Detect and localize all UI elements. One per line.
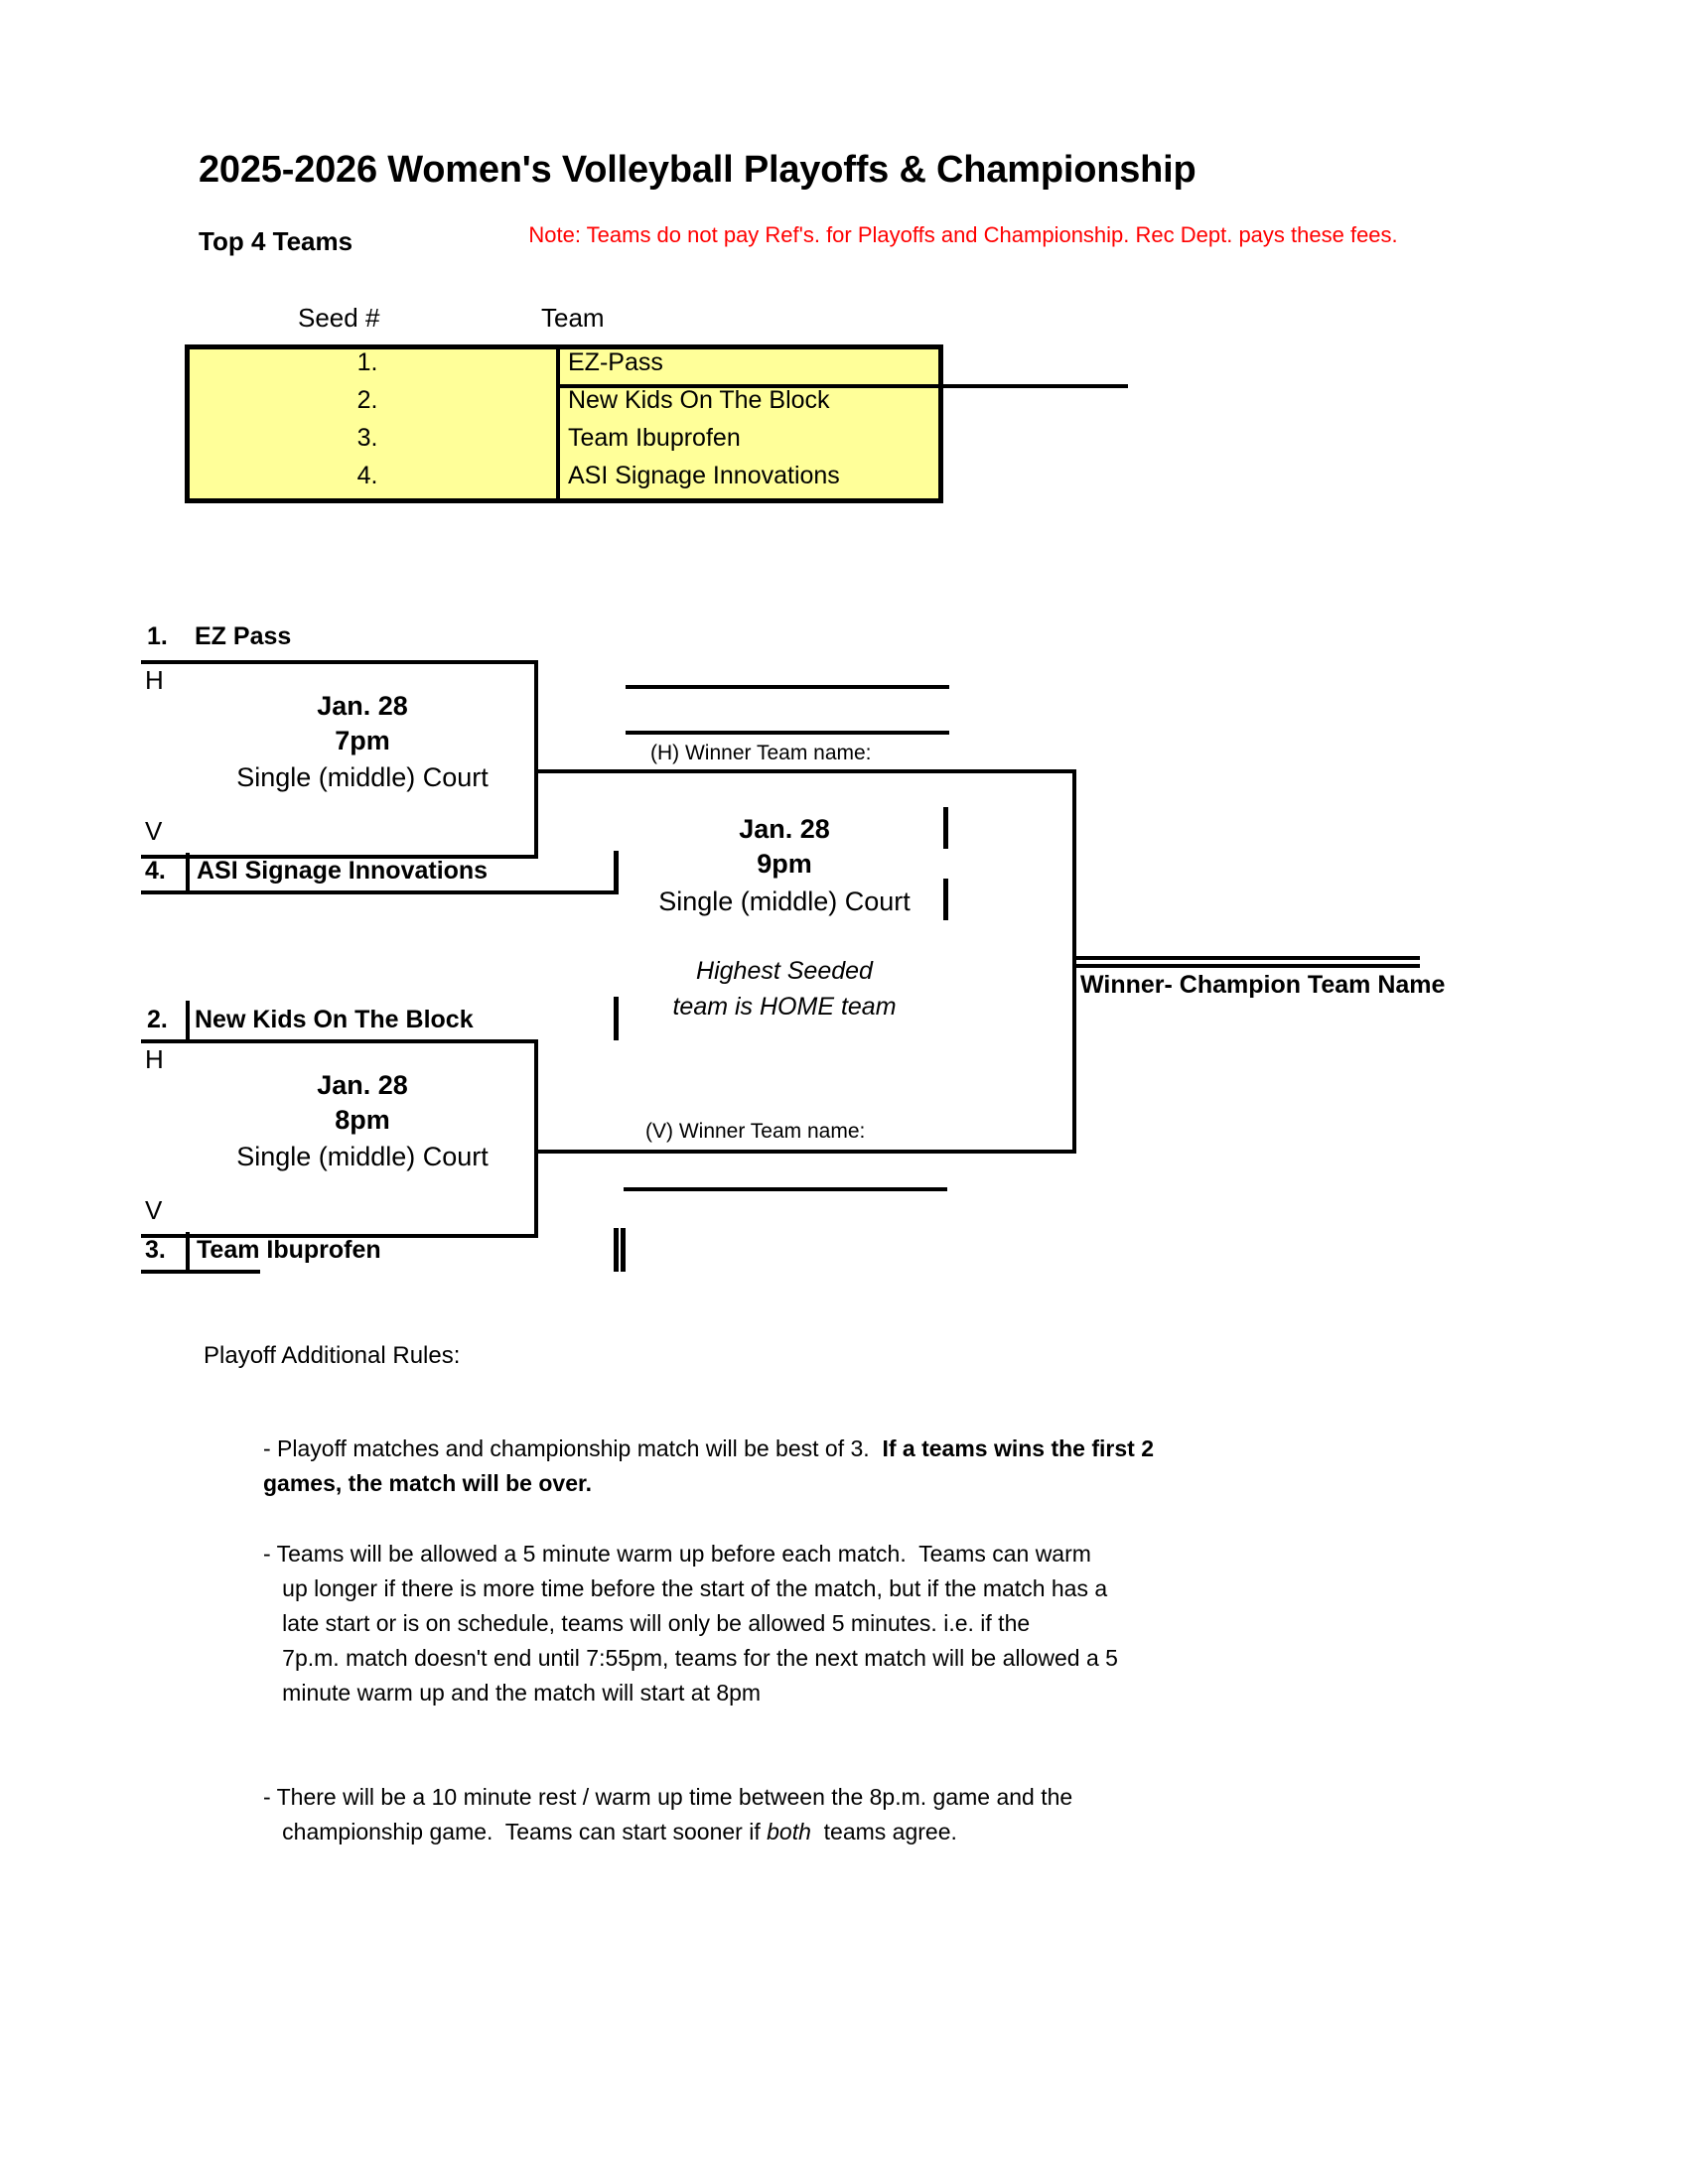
semifinal-bottom-visitor-tick	[614, 1228, 619, 1272]
team-column-header: Team	[541, 303, 605, 333]
table-row: 4. ASI Signage Innovations	[185, 462, 943, 499]
final-time: 9pm	[757, 849, 812, 879]
seed-team-name: EZ-Pass	[568, 348, 663, 376]
seed-number: 2.	[356, 386, 378, 414]
seed-team-name: New Kids On The Block	[568, 386, 830, 414]
semifinal-bottom-visitor-tag: V	[145, 1195, 163, 1225]
table-row: 1. EZ-Pass	[185, 348, 943, 386]
final-spine	[1072, 769, 1076, 1154]
semifinal-top-box-bottom-edge	[141, 855, 538, 859]
seed-number: 1.	[356, 348, 378, 376]
semifinal-bottom-date: Jan. 28	[317, 1070, 408, 1100]
final-court: Single (middle) Court	[658, 887, 911, 916]
rule-item-1: - Playoff matches and championship match…	[263, 1435, 1154, 1496]
semifinal-top-date: Jan. 28	[317, 691, 408, 721]
rules-title: Playoff Additional Rules:	[204, 1342, 461, 1369]
semifinal-top-court: Single (middle) Court	[236, 762, 489, 792]
semifinal-bottom-visitor-cell-left-edge	[186, 1232, 190, 1274]
referee-fee-note: Note: Teams do not pay Ref's. for Playof…	[528, 222, 1398, 247]
semifinal-top-home-line	[141, 660, 538, 664]
semifinal-top-visitor-seed: 4.	[145, 857, 166, 885]
seed-table-left-band	[185, 344, 558, 503]
semifinal-bottom-court: Single (middle) Court	[236, 1142, 489, 1171]
winner-v-tick	[621, 1228, 626, 1272]
final-bottom-connector	[534, 1150, 1076, 1154]
semifinal-bottom-visitor-team: Team Ibuprofen	[197, 1236, 381, 1264]
page-title: 2025-2026 Women's Volleyball Playoffs & …	[199, 149, 1196, 191]
top-4-seed-table: 1. EZ-Pass 2. New Kids On The Block 3. T…	[185, 344, 1128, 503]
rule-item-2: - Teams will be allowed a 5 minute warm …	[263, 1541, 1118, 1706]
semifinal-bottom-time: 8pm	[335, 1105, 390, 1135]
champion-line-upper	[1072, 956, 1420, 960]
semifinal-top-home-team: EZ Pass	[195, 622, 292, 650]
final-tick-upper	[943, 807, 948, 849]
semifinal-top-home-seed: 1.	[147, 622, 168, 650]
semifinal-top-home-tag: H	[145, 665, 164, 695]
semifinal-top-box-right-edge	[534, 660, 538, 859]
final-tick-lower	[943, 879, 948, 920]
seed-column-header: Seed #	[298, 303, 380, 333]
semifinal-bottom-visitor-line	[141, 1270, 260, 1274]
seed-team-name: Team Ibuprofen	[568, 424, 741, 452]
top-4-teams-label: Top 4 Teams	[199, 226, 353, 256]
semifinal-bottom-home-team: New Kids On The Block	[195, 1006, 474, 1033]
winner-v-caption: (V) Winner Team name:	[645, 1120, 866, 1143]
semifinal-top-visitor-cell-left-edge	[186, 853, 190, 894]
seed-number: 3.	[356, 424, 378, 452]
winner-h-blank-line-upper	[626, 685, 949, 689]
table-row: 3. Team Ibuprofen	[185, 424, 943, 462]
winner-h-blank-line-lower	[626, 731, 949, 735]
semifinal-bottom-box-right-edge	[534, 1039, 538, 1238]
semifinal-bottom-home-cell-left-edge	[186, 1001, 190, 1042]
semifinal-top-visitor-tag: V	[145, 816, 163, 846]
semifinal-bottom-home-seed: 2.	[147, 1006, 168, 1033]
semifinal-top-visitor-team: ASI Signage Innovations	[197, 857, 489, 885]
seed-table-column-divider	[556, 348, 560, 499]
semifinal-top-time: 7pm	[335, 726, 390, 755]
semifinal-top-visitor-tick	[614, 851, 619, 894]
winner-h-caption: (H) Winner Team name:	[650, 742, 872, 764]
table-row: 2. New Kids On The Block	[185, 386, 943, 424]
semifinal-bottom-home-tag: H	[145, 1044, 164, 1074]
champion-line-lower	[1072, 964, 1420, 968]
winner-v-blank-line	[624, 1187, 947, 1191]
semifinal-top-visitor-line	[141, 890, 618, 894]
rule-item-3: - There will be a 10 minute rest / warm …	[263, 1784, 1073, 1844]
final-date: Jan. 28	[739, 814, 830, 844]
seed-team-name: ASI Signage Innovations	[568, 462, 840, 489]
semifinal-bottom-box-bottom-edge	[141, 1234, 538, 1238]
seed-number: 4.	[356, 462, 378, 489]
semifinal-bottom-home-line	[141, 1039, 538, 1043]
champion-team-name-label: Winner- Champion Team Name	[1080, 971, 1446, 999]
semifinal-bottom-visitor-seed: 3.	[145, 1236, 166, 1264]
final-top-connector	[534, 769, 1076, 773]
seed-table-right-band	[558, 344, 943, 503]
highest-seed-note: Highest Seeded team is HOME team	[672, 957, 897, 1022]
final-note-tick	[614, 997, 619, 1040]
seed-table-row-divider	[558, 384, 1128, 388]
